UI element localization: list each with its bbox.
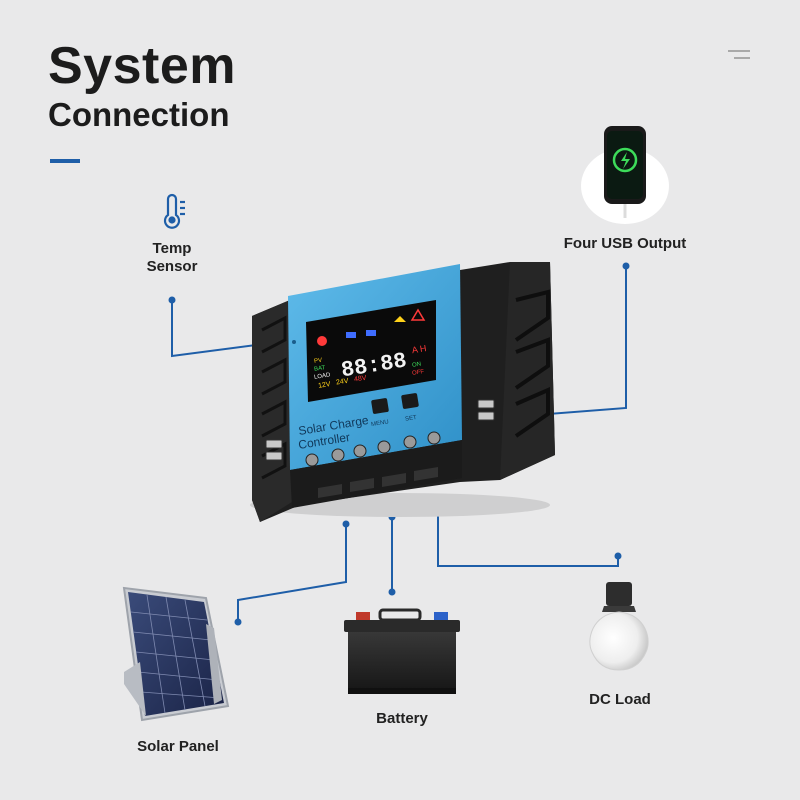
solar-panel-illustration bbox=[122, 586, 230, 722]
lcd-unit: A H bbox=[411, 343, 427, 355]
lcd-12v: 12V bbox=[318, 381, 332, 390]
usb-ports-left bbox=[265, 439, 283, 461]
page-title: System bbox=[48, 37, 236, 95]
light-bulb-illustration bbox=[589, 582, 649, 671]
lcd-off: OFF bbox=[412, 369, 425, 377]
battery-illustration bbox=[344, 608, 460, 694]
solar-charge-controller: 88:88 12V 24V 48V PV BAT LOAD A H ON OFF… bbox=[250, 262, 555, 522]
usb-output-label: Four USB Output bbox=[563, 235, 687, 252]
terminal-screws bbox=[305, 431, 441, 467]
set-button-label: SET bbox=[405, 415, 418, 423]
hamburger-menu-icon[interactable] bbox=[728, 50, 750, 64]
solar-panel-label: Solar Panel bbox=[137, 738, 219, 755]
temp-sensor-label-line1: Temp bbox=[152, 240, 192, 257]
temp-sensor-label-line2: Sensor bbox=[146, 258, 198, 275]
lcd-bat: BAT bbox=[314, 365, 326, 373]
lcd-24v: 24V bbox=[336, 378, 350, 387]
lcd-screen: 88:88 12V 24V 48V PV BAT LOAD A H ON OFF bbox=[306, 300, 436, 402]
load-connector bbox=[437, 508, 619, 567]
menu-button-label: MENU bbox=[371, 419, 389, 428]
battery-label: Battery bbox=[376, 710, 428, 727]
lcd-pv: PV bbox=[314, 358, 323, 365]
temp-sensor-label: Temp Sensor bbox=[130, 240, 214, 276]
dc-load-label: DC Load bbox=[589, 691, 651, 708]
set-button[interactable]: SET bbox=[401, 393, 419, 423]
page-subtitle: Connection bbox=[48, 96, 230, 133]
title-accent-bar bbox=[50, 159, 80, 163]
lcd-load: LOAD bbox=[314, 372, 332, 381]
lcd-48v: 48V bbox=[354, 375, 368, 384]
usb-ports-right bbox=[477, 399, 495, 421]
thermometer-icon bbox=[163, 193, 185, 229]
lcd-on: ON bbox=[412, 362, 422, 369]
menu-button[interactable]: MENU bbox=[371, 398, 389, 428]
phone-illustration bbox=[581, 126, 669, 224]
solar-connector bbox=[237, 524, 347, 622]
